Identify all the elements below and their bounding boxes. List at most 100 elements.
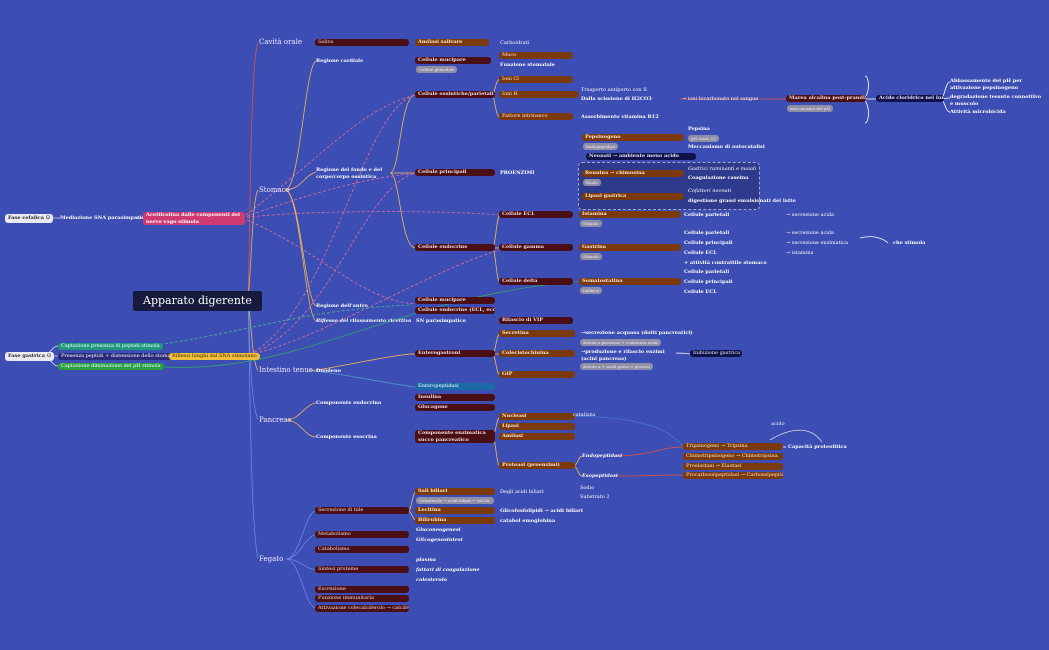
- st-gastr-rum[interactable]: Gastrici ruminanti e maiali: [688, 166, 757, 172]
- st-ecl[interactable]: Cellule ECL: [499, 211, 573, 218]
- fe-escrezione[interactable]: Escrezione: [315, 586, 409, 593]
- st-istamina[interactable]: Istamina: [579, 211, 681, 218]
- pan-t3[interactable]: Proelastasi → Elastasi: [683, 463, 783, 470]
- st-delta[interactable]: Cellule delta: [499, 278, 573, 285]
- int-duodeno[interactable]: Duodeno: [316, 368, 341, 374]
- st-lipasi[interactable]: Lipasi gastrica: [582, 193, 684, 200]
- st-lip1[interactable]: Cofattori neonati: [688, 188, 732, 194]
- st-b12[interactable]: Assorbimento vitamina B12: [581, 114, 659, 120]
- int-cck[interactable]: Colecistochinina: [499, 350, 575, 357]
- st-caseina[interactable]: Coagulazione caseina: [688, 175, 749, 181]
- oral-carbo[interactable]: Carboidrati: [500, 40, 530, 46]
- fe-sub[interactable]: Substrato 2: [580, 494, 610, 500]
- fe-glic[interactable]: Glicofosfolipidi → acidi biliari: [500, 508, 583, 514]
- st-chestimola[interactable]: che stimola: [893, 240, 926, 246]
- st-pepsinogeno[interactable]: Pepsinogeno: [582, 134, 684, 141]
- st-muco[interactable]: Muco: [499, 52, 573, 59]
- oral-amilasi[interactable]: Amilasi salivare: [415, 39, 489, 46]
- fe-immunitaria[interactable]: Funzione immunitaria: [315, 595, 409, 602]
- st-snapar[interactable]: SN parasimpatico: [416, 318, 466, 324]
- pan-eso[interactable]: Esopeptidasi: [582, 473, 618, 479]
- st-gs3[interactable]: → istamina: [786, 250, 814, 256]
- int-vip[interactable]: Rilascio di VIP: [499, 317, 573, 324]
- st-endocrine[interactable]: Cellule endocrine: [415, 244, 495, 251]
- organ-cavita-orale[interactable]: Cavità orale: [259, 38, 303, 46]
- fe-plasma[interactable]: plasma: [416, 557, 436, 563]
- fe-bilirubina[interactable]: Bilirubina: [415, 517, 495, 524]
- fe-metabolismo[interactable]: Metabolismo: [315, 531, 409, 538]
- st-principali[interactable]: Cellule principali: [415, 169, 495, 176]
- st-marea[interactable]: Marea alcalina post-prandiale: [786, 95, 866, 102]
- st-g2[interactable]: Cellule principali: [684, 240, 733, 246]
- fe-gluconeo[interactable]: Gluconeogenesi: [416, 527, 461, 533]
- oral-saliva[interactable]: Saliva: [315, 39, 409, 46]
- pan-esocrina[interactable]: Componente esocrina: [316, 434, 377, 440]
- pan-nucleasi[interactable]: Nucleasi: [499, 413, 575, 420]
- st-somato[interactable]: Somatostatina: [579, 278, 681, 285]
- pan-t2[interactable]: Chimotripsinogeno → Chimotripsina: [683, 453, 783, 460]
- pan-cap[interactable]: Capacità proteolitica: [788, 444, 847, 450]
- int-enterogastroni[interactable]: Enterogastroni: [415, 350, 495, 357]
- gas-riflessi[interactable]: Riflessi lunghi dal SNA stimolano: [169, 353, 260, 360]
- st-ionicl[interactable]: Ioni Cl: [499, 76, 573, 83]
- st-entero[interactable]: Cellule endocrine (ECL, ecc.): [415, 307, 495, 314]
- gas-c3[interactable]: Captazione diminuzione del pH stimola: [58, 363, 164, 370]
- pan-insulina[interactable]: Insulina: [415, 394, 495, 401]
- pan-endo[interactable]: Endopeptidasi: [582, 453, 623, 459]
- st-antro[interactable]: Regione dell'antro: [316, 303, 368, 309]
- pan-endocrina[interactable]: Componente endocrina: [316, 400, 382, 406]
- organ-fegato[interactable]: Fegato: [259, 555, 284, 563]
- gas-c2[interactable]: Presenza peptidi + distensione dello sto…: [58, 353, 180, 360]
- st-muc[interactable]: Cellule mucipare: [415, 57, 491, 64]
- st-proenz[interactable]: PROENZIMI: [500, 170, 535, 176]
- st-funz[interactable]: Funzione stomatale: [500, 62, 555, 68]
- st-neonati[interactable]: Neonati → ambiente meno acido: [586, 153, 696, 160]
- st-fondo[interactable]: Regione del fondo e del corpo/corpo ossi…: [316, 167, 383, 180]
- pan-lipasi[interactable]: Lipasi: [499, 423, 575, 430]
- st-gs1[interactable]: → secrezione acida: [786, 230, 835, 236]
- organ-stomaco[interactable]: Stomaco: [259, 186, 290, 194]
- phase-cefalica[interactable]: Fase cefalica ⚇: [5, 214, 54, 223]
- fe-fattori[interactable]: fattori di coagulazione: [416, 567, 480, 573]
- st-pepsina[interactable]: Pepsina: [688, 126, 710, 132]
- int-inib[interactable]: Inibizione gastrica: [690, 350, 742, 357]
- st-secacida[interactable]: → secrezione acida: [786, 212, 835, 218]
- st-gastrina[interactable]: Gastrina: [579, 244, 681, 251]
- int-enteropep[interactable]: Enteropeptidasi: [415, 383, 495, 390]
- st-o2[interactable]: degradazione tessuto connettivo e muscol…: [950, 94, 1042, 107]
- gas-c1[interactable]: Captazione presenza di peptidi stimola: [58, 343, 163, 350]
- fe-bile[interactable]: Secrezione di bile: [315, 507, 409, 514]
- pan-t4[interactable]: Procarbossipeptidasi → Carbossipeptidasi: [683, 472, 783, 479]
- fe-glicogeno[interactable]: Glicogenosintesi: [416, 537, 463, 543]
- st-bicarb[interactable]: → ioni bicarbonato nel sangue: [682, 96, 759, 102]
- cef-ach[interactable]: Acetilcolina dalle componenti del nervo …: [143, 212, 245, 225]
- fe-catabolismo[interactable]: Catabolismo: [315, 546, 409, 553]
- pan-glucagone[interactable]: Glucagone: [415, 404, 495, 411]
- st-trasp[interactable]: Trasporto antiporto con Il: [581, 87, 647, 93]
- pan-t1[interactable]: Tripsinogeno → Tripsina: [683, 443, 783, 450]
- st-o1[interactable]: Abbassamento del pH per attivazione peps…: [950, 78, 1023, 91]
- fe-sodio[interactable]: Sodio: [580, 485, 595, 491]
- pan-acido[interactable]: acido: [771, 421, 785, 427]
- pan-enzim[interactable]: Componente enzimatica succo pancreatico: [415, 430, 495, 443]
- st-g1[interactable]: Cellule parietali: [684, 230, 730, 236]
- organ-pancreas[interactable]: Pancreas: [259, 416, 292, 424]
- st-autocat[interactable]: Meccanismo di autocatalisi: [688, 144, 765, 150]
- organ-intestino[interactable]: Intestino tenue: [259, 366, 313, 374]
- int-sec-txt[interactable]: →secrezione acquosa (dotti pancreatici): [581, 330, 693, 336]
- st-muc2[interactable]: Cellule mucipare: [415, 297, 495, 304]
- fe-sintesi[interactable]: Sintesi proteine: [315, 566, 409, 573]
- st-fi[interactable]: Fattore intrinseco: [499, 113, 573, 120]
- st-lip2[interactable]: digestione grassi emulsionati del latte: [688, 198, 796, 204]
- int-cck-txt[interactable]: →produzione e rilascio enzimi (acini pan…: [581, 349, 665, 362]
- central-topic[interactable]: Apparato digerente: [133, 291, 262, 311]
- st-acido[interactable]: Acido cloridrico nel lume: [876, 95, 944, 102]
- st-ionih[interactable]: Ioni H: [499, 91, 579, 98]
- st-g4[interactable]: + attività contrattile stomaco: [684, 260, 767, 266]
- pan-catalizza[interactable]: catalizza: [573, 412, 596, 418]
- st-doppia[interactable]: Dalla scissione di H2CO3: [581, 96, 652, 102]
- int-gip[interactable]: GIP: [499, 371, 575, 378]
- fe-degli[interactable]: Degli acidi biliari: [500, 489, 544, 495]
- st-gs2[interactable]: → secrezione enzimatica: [786, 240, 848, 246]
- int-secretina[interactable]: Secretina: [499, 330, 575, 337]
